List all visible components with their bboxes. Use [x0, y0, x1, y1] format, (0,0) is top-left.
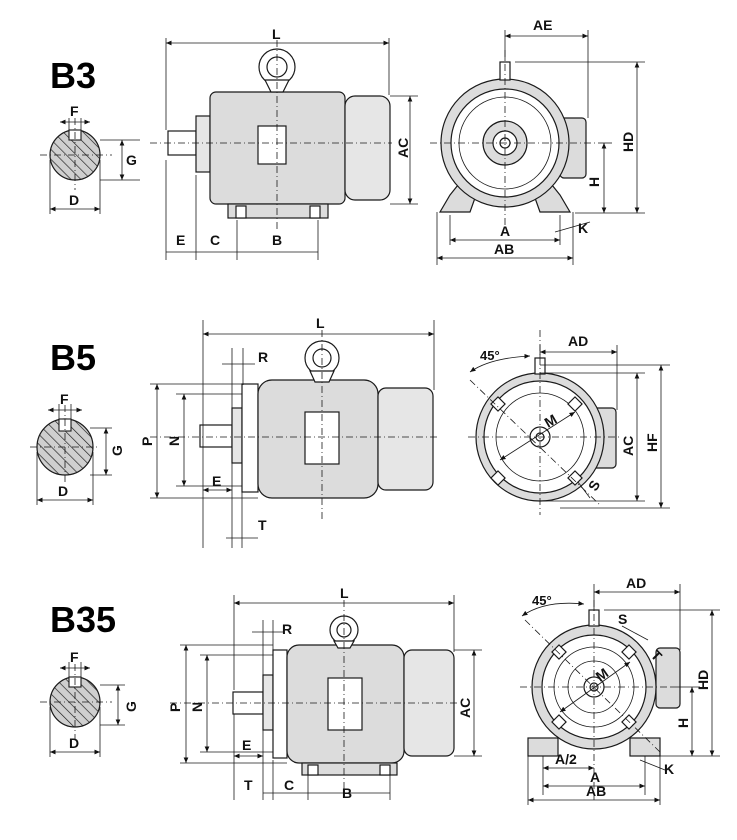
b3-title: B3: [50, 55, 96, 96]
b5-label-e: E: [212, 473, 221, 489]
b35-label-f: F: [70, 649, 79, 665]
b5-label-d: D: [58, 483, 68, 499]
b5-label-f: F: [60, 391, 69, 407]
b35-label-angle: 45°: [532, 593, 552, 608]
b5-label-s: S: [585, 477, 604, 493]
b35-label-p: P: [167, 703, 183, 712]
b3-label-ac: AC: [395, 138, 411, 158]
b3-section: B3 F G D: [40, 17, 645, 265]
b35-label-h: H: [675, 718, 691, 728]
b5-label-r: R: [258, 349, 268, 365]
b5-label-g: G: [109, 445, 125, 456]
b35-label-ad: AD: [626, 575, 646, 591]
b35-label-hd: HD: [695, 670, 711, 690]
b5-section: B5 F G D: [30, 315, 670, 548]
b3-label-a: A: [500, 223, 510, 239]
b35-label-a: A: [590, 769, 600, 785]
b35-side-view: L R P N AC E: [167, 585, 482, 801]
b35-label-c: C: [284, 777, 294, 793]
b5-shaft-section: F G D: [30, 391, 125, 505]
b35-section: B35 F G D: [40, 575, 720, 805]
b3-side-view: L AC E C B: [150, 26, 418, 260]
b35-label-s: S: [618, 611, 627, 627]
b35-label-b: B: [342, 785, 352, 801]
b3-end-view: AE HD H A AB K: [430, 17, 645, 265]
b35-label-ac: AC: [457, 698, 473, 718]
b5-label-angle: 45°: [480, 348, 500, 363]
b5-end-view: M 45° AD AC HF S: [468, 330, 670, 515]
b35-label-r: R: [282, 621, 292, 637]
b3-shaft-section: F G D: [40, 103, 140, 214]
b3-label-l: L: [272, 26, 281, 42]
b3-label-ab: AB: [494, 241, 514, 257]
b35-label-a2: A/2: [555, 751, 577, 767]
b3-label-f: F: [70, 103, 79, 119]
b3-label-e: E: [176, 232, 185, 248]
b5-label-t: T: [258, 517, 267, 533]
b35-label-n: N: [189, 702, 205, 712]
b35-label-d: D: [69, 735, 79, 751]
b35-label-ab: AB: [586, 783, 606, 799]
b3-label-h: H: [586, 177, 602, 187]
b3-label-g: G: [126, 152, 137, 168]
b35-label-t: T: [244, 777, 253, 793]
b35-label-k: K: [664, 761, 674, 777]
b35-label-l: L: [340, 585, 349, 601]
b3-label-hd: HD: [620, 132, 636, 152]
b5-label-n: N: [166, 436, 182, 446]
b3-label-c: C: [210, 232, 220, 248]
b35-label-g: G: [123, 701, 139, 712]
b35-shaft-section: F G D: [40, 649, 139, 757]
b5-side-view: L R P N E T: [139, 315, 440, 548]
b5-title: B5: [50, 337, 96, 378]
b5-label-hf: HF: [644, 433, 660, 452]
b35-end-view: M 45° AD S T HD H: [520, 575, 720, 805]
b35-label-e: E: [242, 737, 251, 753]
b3-label-ae: AE: [533, 17, 552, 33]
b35-title: B35: [50, 599, 116, 640]
b3-label-d: D: [69, 192, 79, 208]
b5-label-l: L: [316, 315, 325, 331]
b3-label-k: K: [578, 220, 588, 236]
b5-label-p: P: [139, 437, 155, 446]
b5-label-ad: AD: [568, 333, 588, 349]
b5-label-ac: AC: [620, 436, 636, 456]
b3-label-b: B: [272, 232, 282, 248]
